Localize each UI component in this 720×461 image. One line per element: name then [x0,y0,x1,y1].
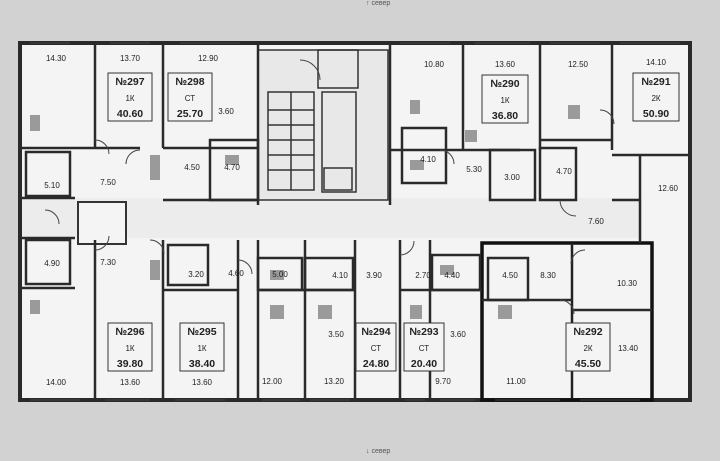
compass-top-label: ↑ север [366,0,391,7]
room-area: 7.50 [100,178,116,187]
room-area: 3.00 [504,173,520,182]
room-area: 13.60 [495,60,516,69]
door-swings [44,59,615,315]
apartment-area: 45.50 [575,358,601,370]
room-area: 3.90 [366,271,382,280]
stair-core [257,49,389,201]
room-area: 3.20 [188,270,204,279]
apartment-290: №290 1К 36.80 [481,74,529,124]
apartment-293: №293 СТ 20.40 [403,322,445,372]
apartment-number: №296 [115,326,144,338]
room-area: 5.00 [272,270,288,279]
apartment-number: №294 [361,326,390,338]
apartment-number: №293 [409,326,438,338]
apartment-297: №297 1К 40.60 [107,72,153,122]
apartment-area: 50.90 [643,108,669,120]
compass-bottom-label: ↓ север [366,448,391,455]
apartment-number: №295 [187,326,216,338]
fixtures [30,100,580,319]
room-area: 5.30 [466,165,482,174]
apartment-296: №296 1К 39.80 [107,322,153,372]
room-area: 4.70 [224,163,240,172]
apartment-number: №292 [573,326,602,338]
room-area: 13.60 [192,378,213,387]
room-area: 7.60 [588,217,604,226]
apartment-area: 39.80 [117,358,143,370]
room-area: 3.50 [328,330,344,339]
apartment-area: 24.80 [363,358,389,370]
room-area: 12.00 [262,377,283,386]
apartment-type: СТ [185,94,196,103]
apartment-291: №291 2К 50.90 [632,72,680,122]
apartment-type: 2К [583,344,592,353]
room-area: 2.70 [415,271,431,280]
room-area: 4.70 [556,167,572,176]
room-area: 3.60 [218,107,234,116]
room-area: 14.00 [46,378,67,387]
room-area: 14.30 [46,54,67,63]
room-area: 12.60 [658,184,679,193]
walls [22,43,690,398]
room-area: 14.10 [646,58,667,67]
apartment-type: 1К [197,344,206,353]
room-area: 8.30 [540,271,556,280]
room-area: 13.20 [324,377,345,386]
room-area: 10.80 [424,60,445,69]
room-area: 13.70 [120,54,141,63]
apartment-298: №298 СТ 25.70 [167,72,213,122]
apartment-area: 20.40 [411,358,437,370]
apartment-number: №290 [490,78,519,90]
room-area: 12.90 [198,54,219,63]
apartment-type: 1К [500,96,509,105]
room-area: 4.50 [502,271,518,280]
apartment-294: №294 СТ 24.80 [355,322,397,372]
apartment-area: 40.60 [117,108,143,120]
room-area: 7.30 [100,258,116,267]
room-area: 12.50 [568,60,589,69]
room-area: 4.40 [444,271,460,280]
room-area: 10.30 [617,279,638,288]
room-area: 4.10 [420,155,436,164]
apartment-type: 1К [125,94,134,103]
shaft [77,201,127,245]
room-area: 11.00 [506,377,526,386]
apartment-292: №292 2К 45.50 [565,322,611,372]
room-area: 3.60 [450,330,466,339]
room-area: 4.90 [44,259,60,268]
apartment-number: №291 [641,76,670,88]
windows [30,42,680,401]
apartment-type: СТ [419,344,430,353]
apartment-area: 36.80 [492,110,518,122]
apartment-number: №297 [115,76,144,88]
apartment-type: 2К [651,94,660,103]
apartment-area: 38.40 [189,358,215,370]
room-area: 13.60 [120,378,141,387]
room-area: 13.40 [618,344,639,353]
room-area: 4.60 [228,269,244,278]
apartment-number: №298 [175,76,204,88]
room-area-labels: 14.30 13.70 12.90 3.60 4.50 4.70 5.10 7.… [44,54,678,387]
apartment-292-highlight [480,241,654,402]
room-area: 4.10 [332,271,348,280]
room-area: 5.10 [44,181,60,190]
apartment-labels: №297 1К 40.60 №298 СТ 25.70 №290 1К 36.8… [107,72,680,372]
apartment-295: №295 1К 38.40 [179,322,225,372]
apartment-type: СТ [371,344,382,353]
apartment-area: 25.70 [177,108,203,120]
room-area: 9.70 [435,377,451,386]
apartment-type: 1К [125,344,134,353]
room-area: 4.50 [184,163,200,172]
